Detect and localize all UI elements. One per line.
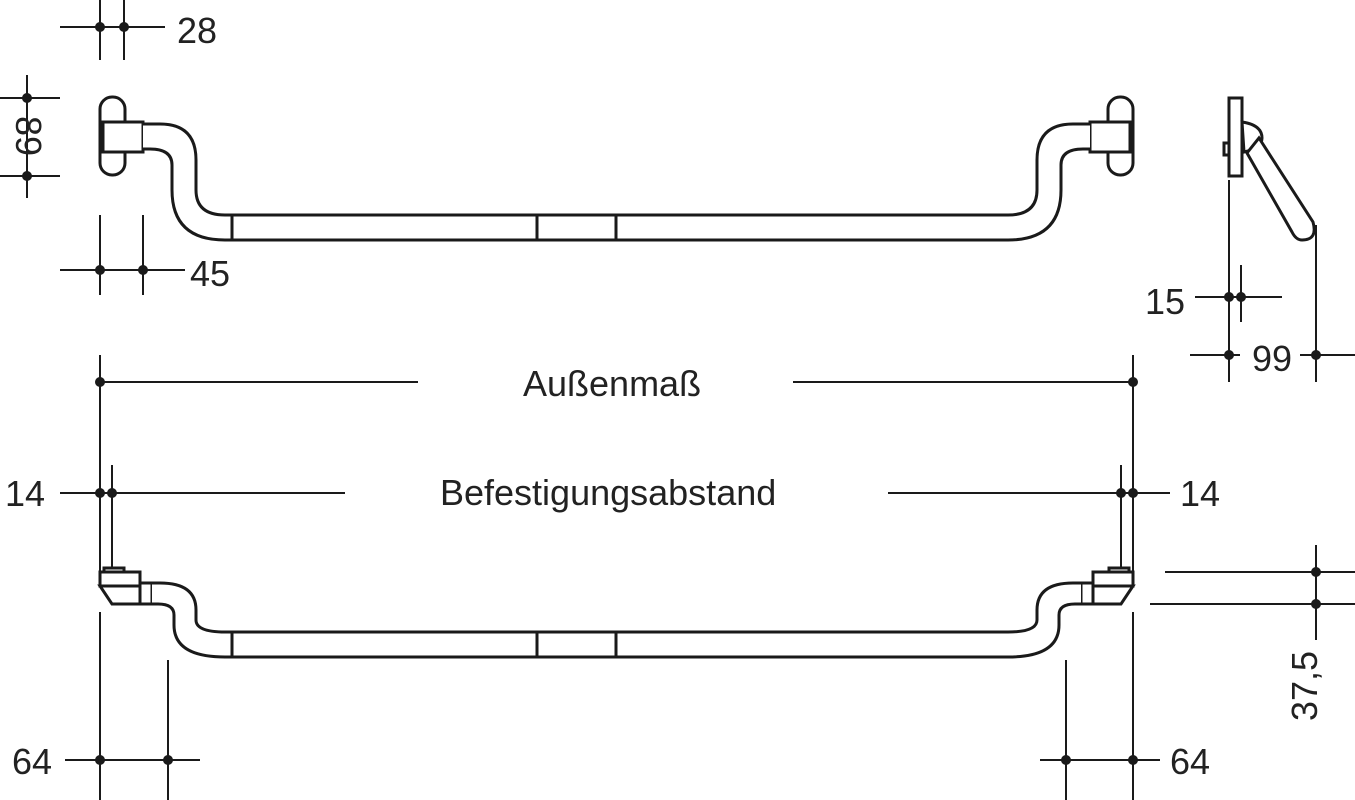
dim-64-left: 64 xyxy=(12,741,53,782)
grip-sleeve xyxy=(230,213,539,242)
top-view xyxy=(98,95,1135,242)
dim-14-right: 14 xyxy=(1180,473,1221,514)
dim-15: 15 xyxy=(1145,281,1186,322)
grip-sleeve-bottom xyxy=(230,630,539,659)
outer-length-label: Außenmaß xyxy=(523,363,702,404)
dim-45: 45 xyxy=(190,253,231,294)
dimension-dots xyxy=(22,22,1321,765)
side-view xyxy=(1222,96,1316,242)
dim-64-right: 64 xyxy=(1170,741,1211,782)
dim-37-5: 37,5 xyxy=(1284,650,1326,722)
dim-28: 28 xyxy=(177,10,218,51)
dim-14-left: 14 xyxy=(5,473,46,514)
dim-99: 99 xyxy=(1252,338,1293,379)
bar-mount xyxy=(101,120,145,154)
dim-89: 89 xyxy=(8,116,49,157)
mount-distance-label: Befestigungsabstand xyxy=(440,472,777,513)
